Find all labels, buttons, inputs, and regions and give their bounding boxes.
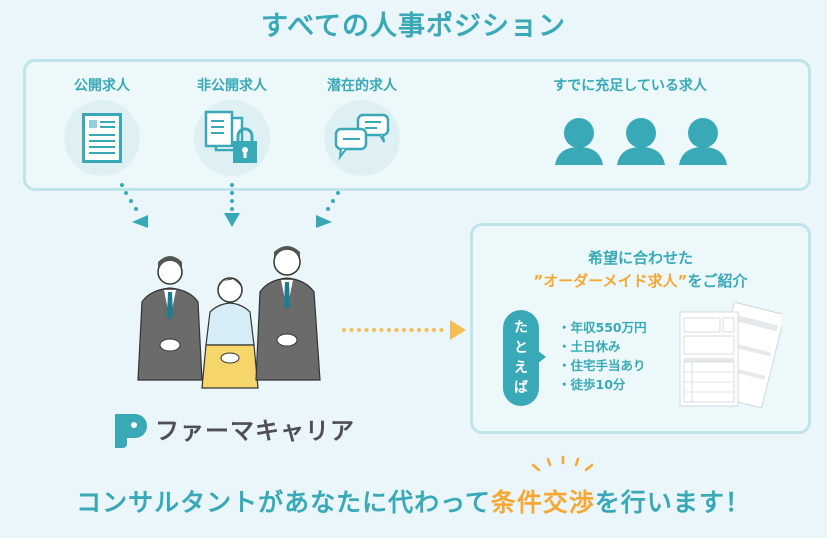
bottom-suffix: を行います！ [594, 488, 751, 517]
arrow-dot [402, 328, 406, 332]
example-label-char: と [514, 340, 528, 356]
arrow-head [132, 215, 148, 228]
person-icon [679, 118, 727, 165]
arrow-head [450, 320, 466, 340]
example-item: ・土日休み [558, 339, 621, 354]
arrow-dot [387, 328, 391, 332]
page-title: すべての人事ポジション [260, 11, 567, 42]
category-label-public: 公開求人 [74, 78, 130, 94]
brand-name: ファーマキャリア [155, 417, 355, 445]
dotted-arrow-right [342, 320, 466, 340]
bottom-highlight: 条件交渉 [490, 488, 595, 517]
offer-highlight: ”オーダーメイド求人” [533, 272, 688, 290]
person-icon [555, 118, 603, 165]
arrow-dot [424, 328, 429, 332]
potential-jobs-icon-circle [324, 100, 400, 176]
example-item: ・年収550万円 [558, 320, 647, 335]
dotted-arrows-down [120, 183, 340, 228]
consultant-man-left [137, 256, 203, 381]
arrow-dot [364, 328, 369, 332]
arrow-dot [409, 328, 414, 332]
arrow-dot [349, 328, 354, 332]
arrow-dot [372, 328, 376, 332]
private-jobs-icon-circle [194, 100, 270, 176]
example-item: ・徒歩10分 [558, 377, 626, 392]
arrow-dot [432, 328, 436, 332]
document-icon [82, 113, 122, 163]
arrow-dot [357, 328, 361, 332]
example-label-char: え [514, 360, 528, 376]
bottom-message: コンサルタントがあなたに代わって条件交渉を行います！ [0, 483, 827, 519]
arrow-dot [342, 328, 346, 332]
consultants-illustration [137, 246, 321, 389]
offer-heading-rest: をご紹介 [687, 272, 748, 290]
offer-heading-line1: 希望に合わせた [587, 249, 693, 267]
category-label-private: 非公開求人 [197, 78, 267, 94]
arrow-dot [417, 328, 421, 332]
example-label-char: ば [514, 380, 528, 396]
bottom-prefix: コンサルタントがあなたに代わって [76, 488, 491, 517]
bubble-tail [537, 350, 546, 364]
category-label-filled: すでに充足している求人 [553, 78, 707, 94]
example-list: ・年収550万円 ・土日休み ・住宅手当あり ・徒歩10分 [558, 318, 647, 394]
consultant-woman [201, 277, 259, 389]
arrow-dot [394, 328, 399, 332]
public-jobs-icon-circle [64, 100, 140, 176]
example-item: ・住宅手当あり [558, 358, 646, 373]
arrow-head [224, 213, 240, 227]
p-logo-icon [115, 414, 147, 448]
arrow-dot [439, 328, 444, 332]
documents-illustration [679, 301, 782, 409]
document-front [679, 311, 739, 407]
locked-document-icon [204, 110, 257, 163]
consultant-man-right [255, 246, 321, 381]
person-icon [617, 118, 665, 165]
positions-panel [23, 59, 811, 191]
category-label-potential: 潜在的求人 [327, 78, 397, 94]
example-label-char: た [514, 320, 528, 336]
offer-heading-line2: ”オーダーメイド求人”をご紹介 [470, 270, 811, 291]
chat-bubbles-icon [334, 113, 390, 161]
sparkle-icon [531, 455, 594, 472]
example-label-bubble: た と え ば [503, 310, 539, 406]
arrow-dot [379, 328, 384, 332]
arrow-head [316, 215, 332, 228]
people-icon-group [554, 117, 728, 165]
